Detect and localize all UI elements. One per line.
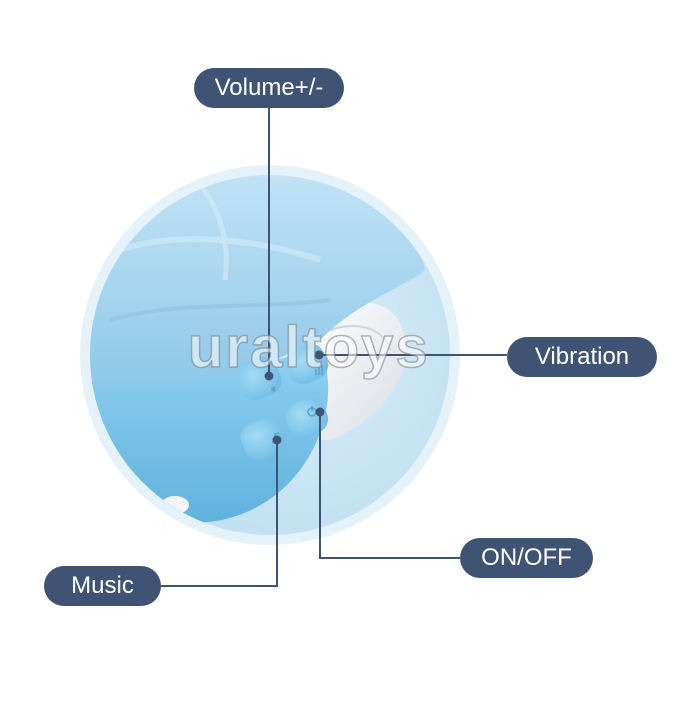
music-button[interactable] bbox=[236, 413, 290, 465]
leader-lines bbox=[161, 108, 507, 587]
volume-icon bbox=[271, 386, 275, 392]
volume-button[interactable] bbox=[232, 353, 286, 405]
label-vibration: Vibration bbox=[507, 337, 657, 377]
vibration-icon bbox=[315, 365, 323, 375]
label-music: Music bbox=[44, 566, 161, 606]
label-on-off: ON/OFF bbox=[460, 538, 593, 578]
fabric-canopy bbox=[90, 176, 425, 388]
music-leader-line bbox=[161, 440, 278, 587]
power-button[interactable] bbox=[281, 393, 332, 443]
onoff-leader-line bbox=[319, 412, 460, 559]
label-volume: Volume+/- bbox=[194, 68, 344, 108]
